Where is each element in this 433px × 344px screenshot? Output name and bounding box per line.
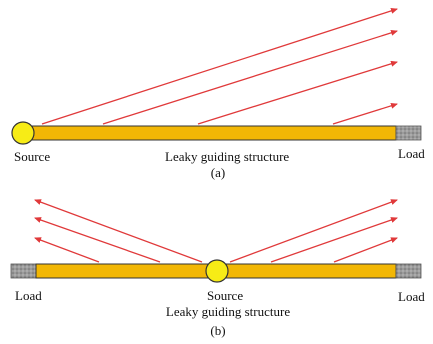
ray [41,7,398,125]
ray [34,199,203,263]
radiated-rays-b [34,199,398,263]
load-block-right [395,263,422,279]
source-circle [11,121,35,145]
load-label: Load [398,146,425,161]
ray [229,199,398,263]
radiated-rays-a [41,7,398,125]
structure-label: Leaky guiding structure [166,304,290,319]
diagram-a: Source Leaky guiding structure Load (a) [11,7,425,180]
ray [197,60,398,125]
caption-a: (a) [211,165,225,180]
diagram-b: Load Source Load Leaky guiding structure… [10,199,425,338]
source-circle [205,259,229,283]
caption-b: (b) [210,323,225,338]
load-block [395,125,422,141]
load-left-label: Load [15,288,42,303]
ray [270,217,398,263]
load-right-label: Load [398,289,425,304]
leaky-guiding-structure-bar [30,125,397,141]
source-label: Source [14,149,50,164]
structure-label: Leaky guiding structure [165,149,289,164]
ray [102,29,398,125]
ray [34,217,161,263]
load-block-left [10,263,37,279]
ray [34,237,100,263]
ray [332,102,398,125]
ray [333,237,398,263]
source-label: Source [207,288,243,303]
